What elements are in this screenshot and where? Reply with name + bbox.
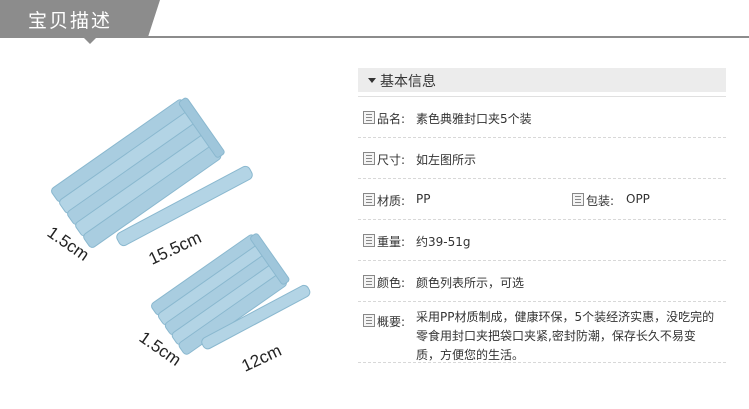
header-tab-slant [148, 0, 160, 37]
header-title: 宝贝描述 [28, 10, 113, 32]
row-label: 材质: [377, 194, 406, 208]
header-notch-icon [84, 38, 96, 44]
doc-icon [572, 193, 584, 206]
header-tab [0, 0, 148, 37]
small-clip-length-label: 12cm [239, 341, 285, 376]
row-value-packaging: OPP [626, 192, 650, 206]
section-header: 宝贝描述 [0, 0, 749, 44]
row-value: 采用PP材质制成，健康环保，5个装经济实惠，没吃完的零食用封口夹把袋口夹紧,密封… [416, 310, 715, 362]
row-label: 尺寸: [377, 153, 406, 167]
doc-icon [363, 111, 375, 124]
info-row-color: 颜色: 颜色列表所示，可选 [358, 261, 726, 302]
product-image: 1.5cm 15.5cm 1.5cm 12cm [44, 97, 311, 376]
doc-icon [363, 193, 375, 206]
info-row-material: 材质: PP 包装: OPP [358, 179, 726, 220]
row-label: 颜色: [377, 276, 406, 290]
small-clip-set [151, 233, 311, 355]
doc-icon [363, 314, 375, 327]
info-row-summary: 概要: 采用PP材质制成，健康环保，5个装经济实惠，没吃完的零食用封口夹把袋口夹… [358, 302, 726, 363]
info-row-size: 尺寸: 如左图所示 [358, 138, 726, 179]
row-value: 如左图所示 [416, 153, 477, 167]
basic-info-panel: 基本信息 品名: 素色典雅封口夹5个装 尺寸: 如左图所示 材质: PP 包装:… [358, 68, 726, 363]
row-label-packaging: 包装: [586, 194, 615, 208]
basic-info-title: 基本信息 [380, 74, 436, 90]
doc-icon [363, 152, 375, 165]
info-table: 品名: 素色典雅封口夹5个装 尺寸: 如左图所示 材质: PP 包装: OPP … [358, 96, 726, 363]
header-underline [0, 36, 749, 38]
large-clip-length-label: 15.5cm [146, 228, 205, 269]
row-value: 约39-51g [416, 235, 471, 249]
doc-icon [363, 275, 375, 288]
doc-icon [363, 234, 375, 247]
triangle-down-icon [368, 78, 376, 83]
row-value: 颜色列表所示，可选 [416, 276, 525, 290]
row-label: 品名: [377, 112, 406, 126]
info-row-name: 品名: 素色典雅封口夹5个装 [358, 97, 726, 138]
row-label: 重量: [377, 235, 406, 249]
row-value: PP [416, 192, 431, 206]
row-value: 素色典雅封口夹5个装 [416, 112, 532, 126]
large-clip-set [51, 97, 253, 248]
row-label: 概要: [377, 315, 406, 329]
info-row-weight: 重量: 约39-51g [358, 220, 726, 261]
basic-info-header: 基本信息 [358, 68, 726, 92]
